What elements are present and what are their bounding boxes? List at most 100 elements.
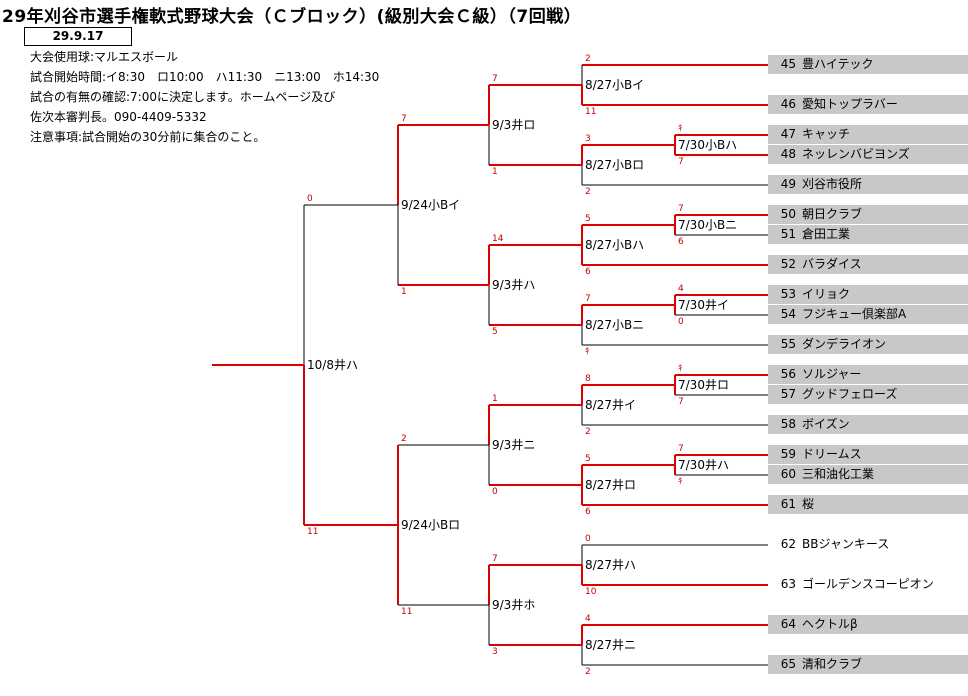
- score-top: 0: [307, 194, 313, 204]
- match-label: 9/24小Bロ: [401, 518, 461, 532]
- score-bottom: 2: [585, 667, 591, 677]
- team-number: 58: [780, 417, 796, 431]
- score-bottom: 6: [678, 237, 684, 247]
- team-row: 64 ヘクトルβ: [768, 615, 968, 634]
- score-top: 2: [401, 434, 407, 444]
- team-number: 55: [780, 337, 796, 351]
- score-bottom: 7: [678, 397, 684, 407]
- match-label: 7/30井ロ: [678, 378, 729, 392]
- score-top: 8: [585, 374, 591, 384]
- team-row: 49 刈谷市役所: [768, 175, 968, 194]
- match-label: 8/27井ニ: [585, 638, 636, 652]
- score-bottom: 2: [585, 427, 591, 437]
- team-name: 清和クラブ: [802, 657, 863, 671]
- match-label: 7/30小Bハ: [678, 138, 738, 152]
- info-start-times: 試合開始時間:イ8:30 ロ10:00 ハ11:30 ニ13:00 ホ14:30: [30, 70, 380, 84]
- team-number: 48: [780, 147, 796, 161]
- team-name: グッドフェローズ: [802, 387, 898, 401]
- team-row: 48 ネッレンバビヨンズ: [768, 145, 968, 164]
- team-row: 60 三和油化工業: [768, 465, 968, 484]
- team-number: 50: [780, 207, 796, 221]
- team-row: 58 ボイズン: [768, 415, 968, 434]
- info-confirmation: 試合の有無の確認:7:00に決定します。ホームページ及び: [30, 90, 336, 104]
- score-top: 7: [492, 554, 498, 564]
- team-number: 61: [780, 497, 796, 511]
- team-name: ボイズン: [802, 417, 850, 431]
- score-bottom: ｷ: [585, 347, 590, 357]
- score-top: ｷ: [678, 364, 683, 374]
- team-name: フジキュー倶楽部A: [802, 307, 907, 321]
- match-label: 8/27小Bロ: [585, 158, 645, 172]
- score-bottom: 1: [492, 167, 498, 177]
- score-top: 7: [678, 444, 684, 454]
- team-name: ヘクトルβ: [802, 617, 858, 631]
- team-name: バラダイス: [802, 257, 862, 271]
- team-name: 朝日クラブ: [802, 207, 863, 221]
- team-row: 51 倉田工業: [768, 225, 968, 244]
- score-bottom: 11: [401, 607, 413, 617]
- team-number: 65: [780, 657, 796, 671]
- team-name: 桜: [802, 497, 815, 511]
- match-label: 8/27小Bニ: [585, 318, 645, 332]
- match-label: 7/30小Bニ: [678, 218, 738, 232]
- score-top: 7: [585, 294, 591, 304]
- info-umpire: 佐次本審判長。090-4409-5332: [30, 110, 207, 124]
- score-bottom: 2: [585, 187, 591, 197]
- team-row: 63 ゴールデンスコーピオン: [768, 575, 968, 594]
- team-name: 倉田工業: [802, 227, 851, 241]
- score-top: 4: [678, 284, 684, 294]
- score-bottom: ｷ: [678, 477, 683, 487]
- team-number: 51: [780, 227, 796, 241]
- team-number: 59: [780, 447, 796, 461]
- score-top: ｷ: [678, 124, 683, 134]
- team-name: 豊ハイテック: [802, 57, 874, 71]
- team-row: 46 愛知トップラバー: [768, 95, 968, 114]
- score-top: 4: [585, 614, 591, 624]
- score-bottom: 11: [585, 107, 597, 117]
- score-bottom: 6: [585, 267, 591, 277]
- team-name: イリョク: [802, 287, 851, 301]
- team-row: 50 朝日クラブ: [768, 205, 968, 224]
- score-top: 7: [401, 114, 407, 124]
- team-number: 63: [780, 577, 796, 591]
- score-bottom: 5: [492, 327, 498, 337]
- match-label: 7/30井ハ: [678, 458, 729, 472]
- match-label: 9/24小Bイ: [401, 198, 461, 212]
- team-name: 愛知トップラバー: [802, 97, 898, 111]
- team-name: ゴールデンスコーピオン: [802, 577, 934, 591]
- match-label: 8/27井ハ: [585, 558, 636, 572]
- score-top: 14: [492, 234, 504, 244]
- match-label: 9/3井ニ: [492, 438, 536, 452]
- score-top: 7: [492, 74, 498, 84]
- score-bottom: 6: [585, 507, 591, 517]
- team-number: 62: [780, 537, 796, 551]
- score-top: 5: [585, 214, 591, 224]
- team-name: キャッチ: [802, 127, 851, 141]
- team-row: 65 清和クラブ: [768, 655, 968, 674]
- team-number: 46: [780, 97, 796, 111]
- team-number: 49: [780, 177, 796, 191]
- score-top: 7: [678, 204, 684, 214]
- team-name: ネッレンバビヨンズ: [802, 147, 910, 161]
- match-label: 8/27井イ: [585, 398, 636, 412]
- team-number: 64: [780, 617, 796, 631]
- team-name: 三和油化工業: [802, 467, 875, 481]
- team-name: 刈谷市役所: [802, 177, 863, 191]
- score-bottom: 10: [585, 587, 597, 597]
- score-top: 2: [585, 54, 591, 64]
- score-top: 0: [585, 534, 591, 544]
- info-notes: 注意事項:試合開始の30分前に集合のこと。: [30, 130, 266, 144]
- team-number: 60: [780, 467, 796, 481]
- team-row: 61 桜: [768, 495, 968, 514]
- score-top: 3: [585, 134, 591, 144]
- match-label: 8/27小Bイ: [585, 78, 645, 92]
- info-ball: 大会使用球:マルエスボール: [30, 50, 179, 64]
- score-top: 1: [492, 394, 498, 404]
